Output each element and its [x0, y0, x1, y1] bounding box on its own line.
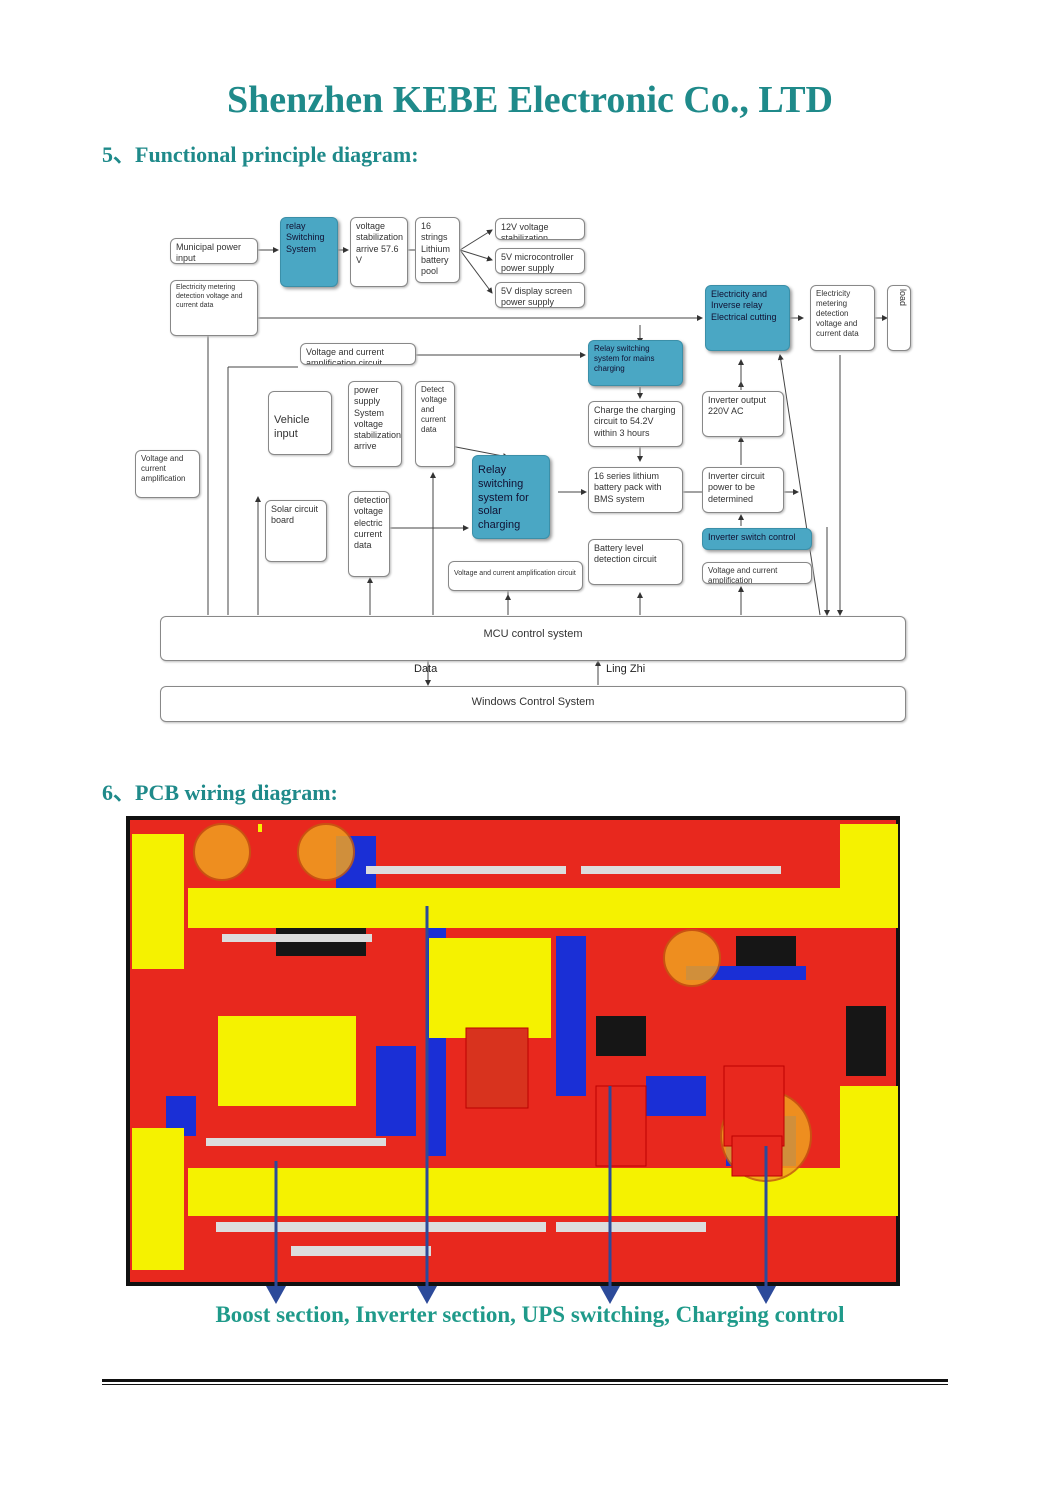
footer-rule-thick — [102, 1379, 948, 1382]
municipal-power-input: Municipal power input — [170, 238, 258, 264]
functional-diagram: Municipal power input relay Switching Sy… — [130, 205, 920, 730]
5v-display-power-supply: 5V display screen power supply — [495, 282, 585, 308]
pcb-artwork — [126, 816, 900, 1286]
section-heading-pcb: 6、PCB wiring diagram: — [102, 780, 338, 805]
inverter-output-220v: Inverter output 220V AC — [702, 391, 784, 437]
voltage-current-amp-left: Voltage and current amplification — [135, 450, 200, 498]
detect-voltage-current: Detect voltage and current data — [415, 381, 455, 467]
mcu-control-system: MCU control system — [160, 616, 906, 661]
inverter-circuit-power: Inverter circuit power to be determined — [702, 467, 784, 513]
ling-zhi-label: Ling Zhi — [606, 663, 646, 675]
company-title: Shenzhen KEBE Electronic Co., LTD — [227, 79, 833, 121]
vehicle-input: Vehicle input — [268, 391, 332, 455]
electricity-metering-left: Electricity metering detection voltage a… — [170, 280, 258, 336]
voltage-stabilization-57-6v: voltage stabilization arrive 57.6 V — [350, 217, 408, 287]
section-arrowheads — [266, 1286, 776, 1304]
data-label: Data — [414, 663, 438, 675]
relay-switching-solar-charging: Relay switching system for solar chargin… — [472, 455, 550, 539]
voltage-current-amp-circuit-top: Voltage and current amplification circui… — [300, 343, 416, 365]
pcb-sections-caption: Boost section, Inverter section, UPS swi… — [215, 1302, 845, 1327]
solar-circuit-board: Solar circuit board — [265, 500, 327, 562]
relay-switching-system: relay Switching System — [280, 217, 338, 287]
voltage-current-amp-right: Voltage and current amplification — [702, 562, 812, 584]
windows-control-system: Windows Control System — [160, 686, 906, 722]
5v-mcu-power-supply: 5V microcontroller power supply — [495, 248, 585, 274]
detection-voltage-current: detection voltage electric current data — [348, 491, 390, 577]
voltage-current-amp-circuit-mid: Voltage and current amplification circui… — [448, 561, 583, 591]
electricity-metering-right: Electricity metering detection voltage a… — [810, 285, 875, 351]
inverter-switch-control: Inverter switch control — [702, 528, 812, 550]
footer-rule-thin — [102, 1384, 948, 1385]
section-heading-functional: 5、Functional principle diagram: — [102, 142, 419, 167]
12v-stabilization: 12V voltage stabilization — [495, 218, 585, 240]
pcb-wiring-image — [126, 816, 900, 1304]
load: load — [887, 285, 911, 351]
relay-switching-mains-charging: Relay switching system for mains chargin… — [588, 340, 683, 386]
charge-circuit-54-2v: Charge the charging circuit to 54.2V wit… — [588, 401, 683, 447]
bms-battery-pack: 16 series lithium battery pack with BMS … — [588, 467, 683, 513]
electricity-inverse-relay: Electricity and Inverse relay Electrical… — [705, 285, 790, 351]
battery-pool: 16 strings Lithium battery pool — [415, 217, 460, 283]
power-supply-stabilization: power supply System voltage stabilizatio… — [348, 381, 402, 467]
battery-level-detection: Battery level detection circuit — [588, 539, 683, 585]
